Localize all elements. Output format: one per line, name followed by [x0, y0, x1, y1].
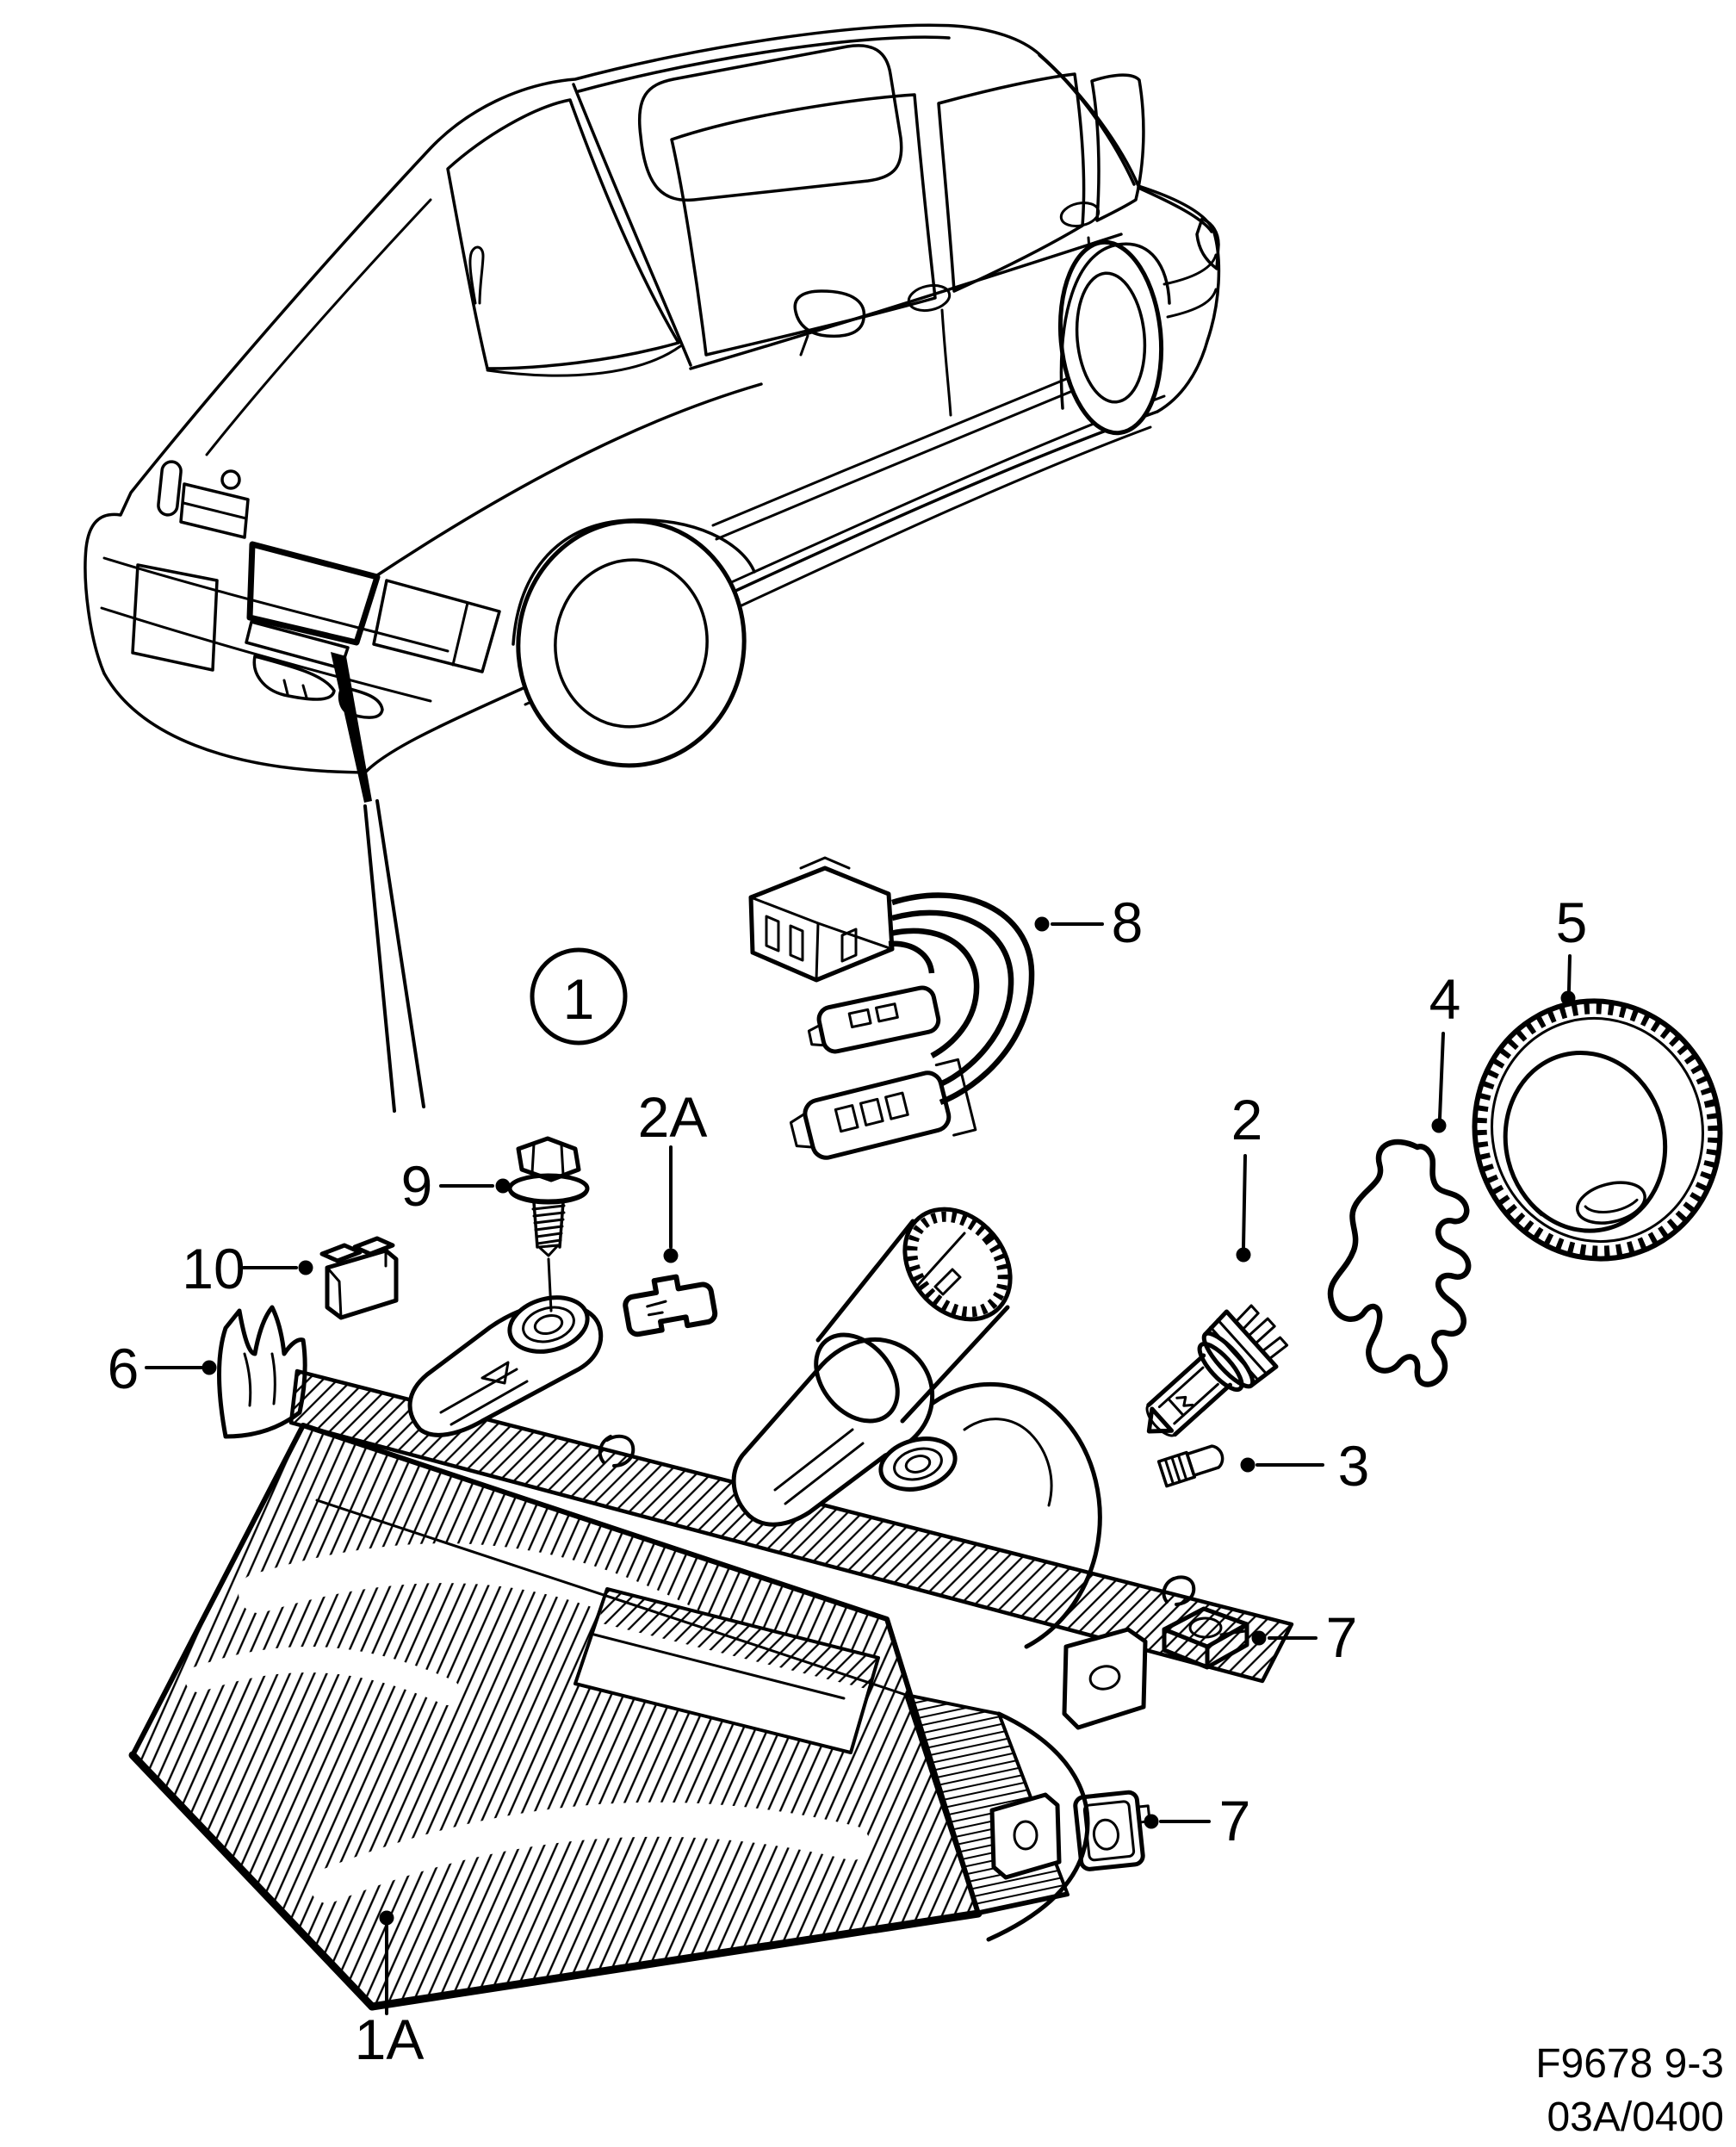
- bolt-part9: [507, 1136, 590, 1257]
- callout-label-2: 2: [1231, 1088, 1263, 1151]
- door-handle: [1059, 201, 1100, 228]
- bulb-access-tube: [814, 1207, 1013, 1424]
- headlamp-location-marker: [246, 541, 425, 1113]
- rear-door-window: [937, 72, 1086, 293]
- car-illustration: [84, 23, 1221, 774]
- callout-label-9: 9: [401, 1154, 433, 1218]
- bulb-part3: [1156, 1444, 1224, 1488]
- figure-code: F9678 9-3: [1535, 2041, 1724, 2087]
- callout-label-1: 1: [563, 967, 595, 1031]
- callout-3: 3: [1240, 1434, 1370, 1498]
- mount-tab-lower: [989, 1792, 1062, 1880]
- bracket-part6: [217, 1305, 307, 1439]
- taillight: [1195, 217, 1220, 270]
- spring-part4: [1327, 1139, 1472, 1387]
- callouts: 1 1A 2 2A 3 4 5 6: [108, 890, 1588, 2071]
- adjuster-arm-right: [731, 1337, 935, 1527]
- headlamp-assembly: [128, 1207, 1294, 2011]
- callout-label-8: 8: [1112, 890, 1144, 954]
- callout-2: 2: [1231, 1088, 1263, 1263]
- door-handle: [907, 283, 952, 313]
- callout-2a: 2A: [638, 1085, 708, 1263]
- rear-wheel: [1057, 239, 1164, 436]
- callout-7-upper: 7: [1251, 1605, 1358, 1669]
- callout-label-1a: 1A: [355, 2007, 425, 2071]
- callout-10: 10: [182, 1237, 313, 1300]
- license-plate: [131, 563, 219, 672]
- callout-7-lower: 7: [1144, 1789, 1251, 1852]
- grille-badge: [220, 469, 241, 490]
- callout-1a: 1A: [355, 1910, 425, 2071]
- callout-label-4: 4: [1429, 967, 1461, 1031]
- sunroof: [638, 44, 903, 202]
- front-wheel: [516, 518, 747, 768]
- callout-8: 8: [1034, 890, 1144, 954]
- callout-4: 4: [1429, 967, 1461, 1133]
- callout-label-5: 5: [1556, 890, 1588, 954]
- bulb-part2: [1145, 1304, 1289, 1437]
- callout-label-10: 10: [182, 1237, 245, 1300]
- callout-1: 1: [530, 947, 628, 1046]
- windshield: [446, 98, 680, 370]
- callout-label-7-lower: 7: [1219, 1789, 1251, 1852]
- side-mirror: [793, 289, 866, 338]
- left-headlamp: [372, 579, 501, 673]
- protective-cap-part5: [1472, 998, 1723, 1262]
- callout-label-7-upper: 7: [1326, 1605, 1358, 1669]
- callout-label-6: 6: [108, 1337, 140, 1400]
- quarter-window: [1090, 73, 1145, 222]
- callout-label-3: 3: [1338, 1434, 1370, 1498]
- callout-5: 5: [1556, 890, 1588, 1006]
- front-door-window: [670, 93, 937, 357]
- clip-part10: [319, 1236, 399, 1320]
- clip-part2a: [623, 1274, 718, 1337]
- antenna: [468, 245, 485, 305]
- revision-code: 03A/0400: [1547, 2094, 1724, 2140]
- clip-part7-upper: [1162, 1606, 1249, 1670]
- mount-tab-upper: [1062, 1627, 1148, 1730]
- callout-6: 6: [108, 1337, 217, 1400]
- wiring-harness-part8: [748, 856, 1035, 1160]
- callout-label-2a: 2A: [638, 1085, 708, 1149]
- callout-9: 9: [401, 1154, 511, 1218]
